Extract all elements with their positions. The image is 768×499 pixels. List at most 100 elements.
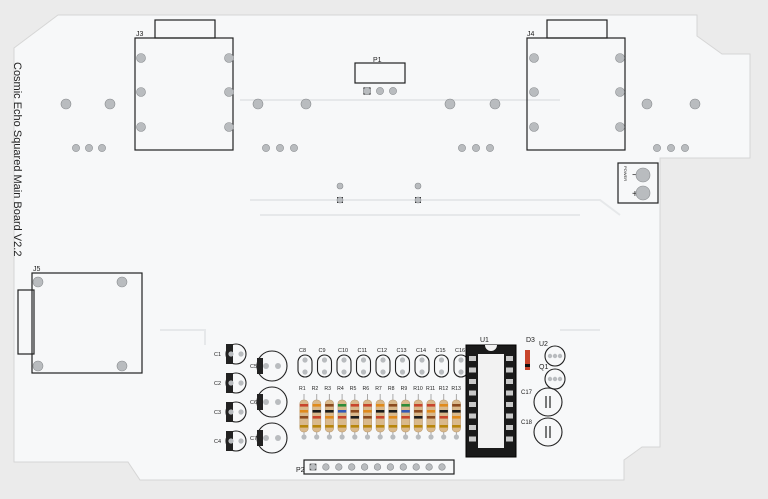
- solder-pad: [224, 122, 234, 132]
- solder-pad: [361, 463, 369, 471]
- solder-pad: [238, 351, 244, 357]
- resistor-band: [426, 404, 436, 407]
- label-q1: Q1: [539, 364, 548, 371]
- label-j5: J5: [33, 266, 41, 273]
- ic-pin: [506, 367, 513, 373]
- ic-notch: [485, 345, 497, 351]
- solder-pad: [425, 463, 433, 471]
- label-p1: P1: [373, 57, 382, 64]
- label-p2: P2: [296, 467, 305, 474]
- solder-pad: [352, 434, 358, 440]
- solder-pad: [547, 376, 553, 382]
- label-resistor: R3: [324, 386, 331, 392]
- label-resistor: R7: [375, 386, 382, 392]
- label-j4: J4: [527, 31, 535, 38]
- solder-pad: [339, 434, 345, 440]
- solder-pad: [377, 434, 383, 440]
- label-resistor: R4: [337, 386, 344, 392]
- jack-j5: J5: [17, 266, 143, 374]
- resistor-band: [376, 404, 385, 407]
- solder-pad: [263, 399, 269, 405]
- resistor-band: [426, 425, 436, 428]
- solder-pad: [60, 98, 72, 110]
- label-d3: D3: [526, 337, 535, 344]
- ic-pin: [469, 356, 476, 361]
- ic-pin: [506, 402, 513, 407]
- capacitor-polarity-mark: [257, 430, 263, 446]
- solder-pad: [302, 357, 308, 363]
- solder-pad: [341, 369, 347, 375]
- solder-pad: [335, 463, 343, 471]
- solder-pad: [275, 399, 281, 405]
- resistor-band: [363, 404, 372, 407]
- solder-pad: [275, 435, 281, 441]
- solder-pad: [403, 434, 409, 440]
- resistor-band: [312, 425, 321, 428]
- solder-pad: [32, 360, 44, 372]
- solder-pad: [438, 463, 446, 471]
- solder-pad: [390, 434, 396, 440]
- resistor-band: [452, 410, 461, 413]
- label-cap-big: C6: [250, 400, 257, 406]
- solder-pad: [615, 53, 625, 63]
- solder-pad: [341, 357, 347, 363]
- ic-pin: [506, 379, 513, 384]
- label-cap-top: C16: [455, 348, 465, 354]
- resistor-band: [325, 410, 334, 413]
- ic-pin: [506, 436, 513, 442]
- resistor-band: [401, 410, 410, 413]
- ic-pin: [506, 390, 513, 396]
- label-cap-top: C8: [299, 348, 306, 354]
- solder-pad: [552, 353, 558, 359]
- solder-pad: [689, 98, 701, 110]
- solder-pad: [228, 409, 234, 415]
- label-cap-big: C5: [250, 364, 257, 370]
- label-power-minus: −: [632, 170, 638, 181]
- resistor-band: [350, 425, 359, 428]
- resistor-band: [350, 404, 359, 407]
- resistor-band: [337, 404, 347, 407]
- solder-pad: [85, 144, 93, 152]
- resistor-band: [299, 425, 309, 428]
- resistor-band: [452, 416, 461, 419]
- label-cap-top: C9: [319, 348, 326, 354]
- resistor-band: [401, 416, 410, 419]
- solder-pad: [276, 144, 284, 152]
- solder-pad: [453, 434, 459, 440]
- solder-pad: [529, 53, 539, 63]
- film-capacitor-outline: [533, 417, 563, 447]
- capacitor-outline: [336, 354, 352, 378]
- resistor-band: [337, 416, 347, 419]
- ic-pin: [506, 356, 513, 361]
- capacitor-polarity-mark: [257, 394, 263, 410]
- resistor-band: [376, 425, 385, 428]
- solder-pad: [667, 144, 675, 152]
- ic-pin: [469, 367, 476, 373]
- solder-pad: [364, 434, 371, 440]
- label-cap-top: C10: [338, 348, 348, 354]
- resistor-band: [439, 416, 448, 419]
- solder-pad: [326, 434, 332, 440]
- solder-pad: [302, 369, 308, 375]
- resistor-band: [337, 410, 347, 413]
- label-cap-left: C3: [214, 410, 221, 416]
- transistor-outline: [544, 368, 566, 390]
- board-title: Cosmic Echo Squared Main Board V2.2: [11, 62, 23, 256]
- capacitor-outline: [375, 354, 391, 378]
- label-cap-top: C12: [377, 348, 387, 354]
- solder-pad: [321, 369, 328, 375]
- label-cap-top: C14: [416, 348, 426, 354]
- solder-pad: [238, 380, 244, 386]
- solder-pad: [458, 357, 464, 363]
- ic-pin: [506, 425, 513, 430]
- solder-pad: [228, 438, 234, 444]
- solder-pad: [557, 353, 563, 359]
- solder-pad: [263, 435, 269, 441]
- solder-pad: [363, 87, 371, 95]
- jack-j4: J4: [526, 19, 626, 151]
- capacitor-outline: [394, 354, 411, 378]
- resistor-band: [401, 404, 410, 407]
- ic-pin: [469, 436, 476, 442]
- resistor-band: [439, 410, 448, 413]
